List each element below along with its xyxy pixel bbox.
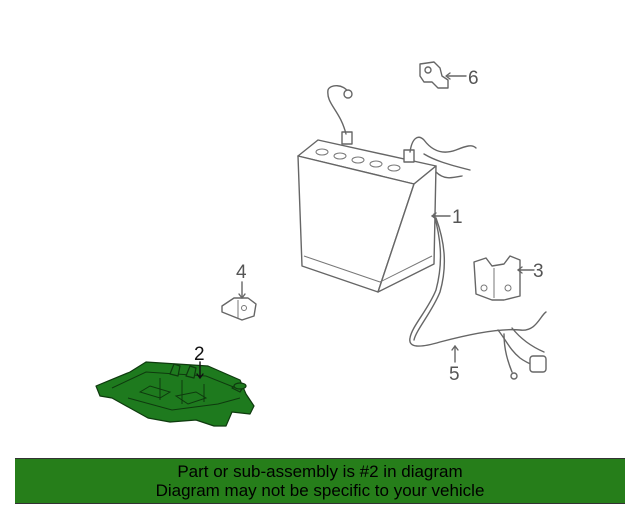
callout-3: 3 xyxy=(533,261,544,282)
part-5-cable[interactable] xyxy=(409,213,547,380)
callout-1: 1 xyxy=(452,207,463,228)
callout-6: 6 xyxy=(468,68,479,89)
callout-4: 4 xyxy=(236,262,247,283)
callout-2: 2 xyxy=(194,344,205,365)
part-6-clamp[interactable] xyxy=(419,61,467,89)
part-1-battery[interactable] xyxy=(297,85,477,293)
parts-diagram: 6 1 3 4 2 5 xyxy=(95,61,547,427)
part-info-banner: Part or sub-assembly is #2 in diagram Di… xyxy=(15,458,625,504)
part-3-bracket[interactable] xyxy=(473,255,535,301)
callout-5: 5 xyxy=(449,364,460,385)
part-2-battery-tray[interactable] xyxy=(95,361,255,427)
part-4-clip[interactable] xyxy=(221,281,257,321)
banner-line-1: Part or sub-assembly is #2 in diagram xyxy=(177,462,463,481)
banner-line-2: Diagram may not be specific to your vehi… xyxy=(155,481,485,500)
